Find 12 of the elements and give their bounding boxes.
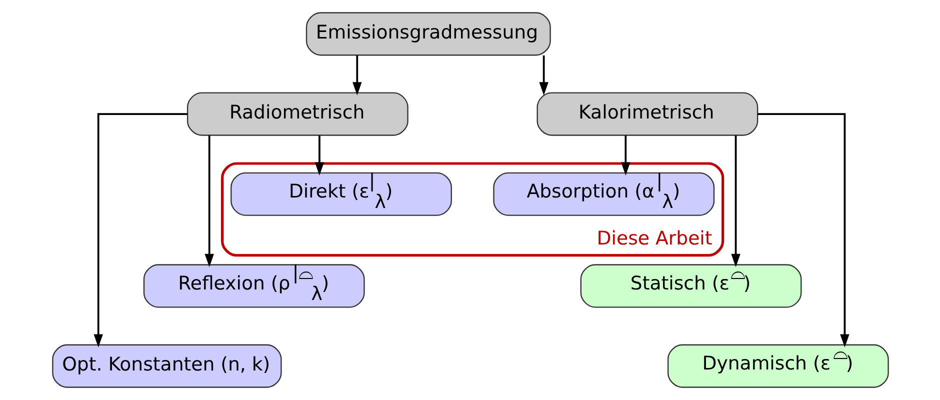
arrow <box>314 135 324 176</box>
arrow <box>204 135 214 268</box>
node-box: Opt. Konstanten (n, k) <box>52 344 282 388</box>
arrow <box>757 113 849 348</box>
node-box: Emissionsgradmessung <box>305 12 550 56</box>
arrow <box>93 113 187 348</box>
arrow <box>730 135 740 268</box>
arrow <box>352 55 362 96</box>
node-box: Radiometrisch <box>186 92 408 136</box>
arrow <box>538 55 548 96</box>
arrow <box>620 135 630 176</box>
node-box: Kalorimetrisch <box>536 92 758 136</box>
